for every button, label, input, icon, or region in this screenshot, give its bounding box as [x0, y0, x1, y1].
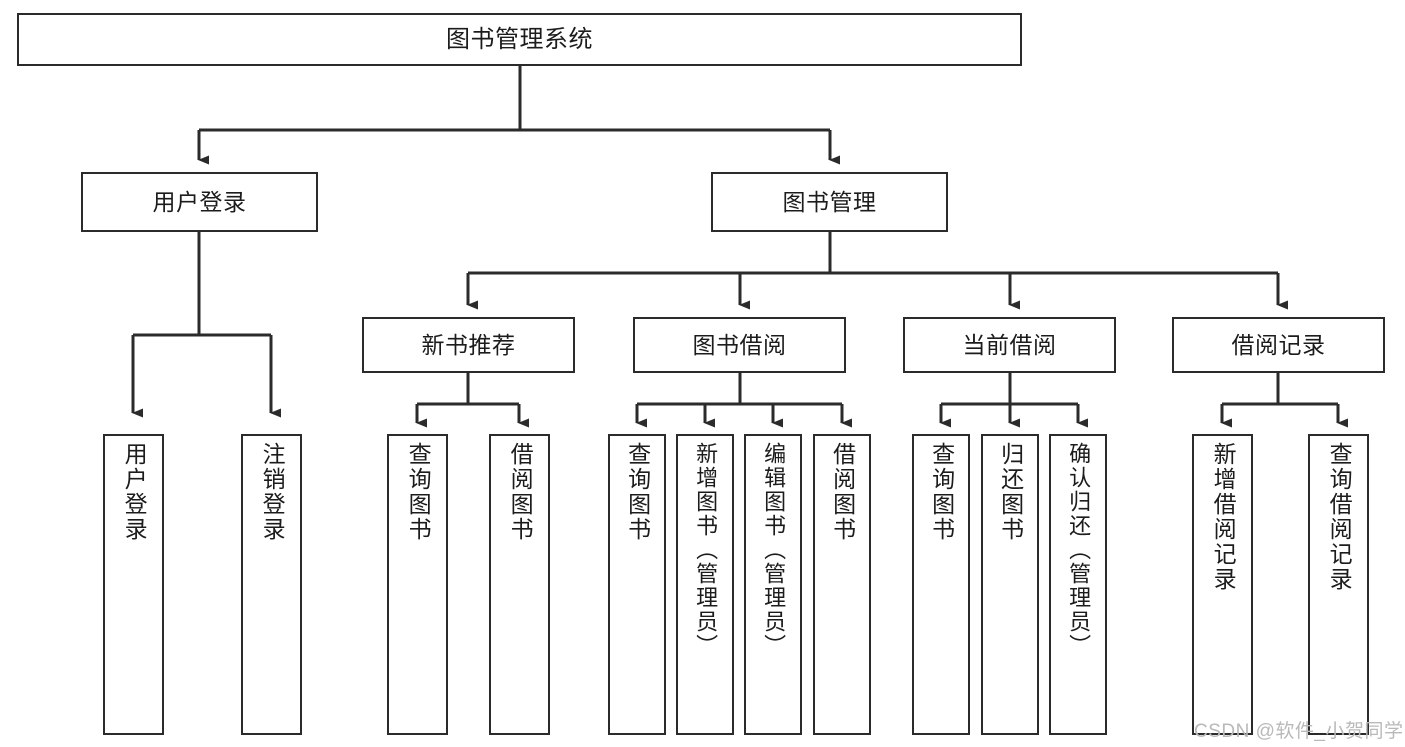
node-new-book-recommend[interactable]: 新书推荐: [362, 317, 575, 373]
node-label: 借阅图书: [829, 442, 856, 542]
node-label: 图书管理: [782, 188, 877, 215]
leaf-logout[interactable]: 注销登录: [241, 434, 302, 735]
node-label: 归还图书: [997, 442, 1024, 542]
node-label: 确认归还（管理员）: [1066, 442, 1092, 658]
leaf-borrow-book-recommend[interactable]: 借阅图书: [489, 434, 550, 735]
leaf-query-book-borrow[interactable]: 查询图书: [608, 434, 666, 735]
node-root-system[interactable]: 图书管理系统: [17, 13, 1022, 66]
leaf-user-login[interactable]: 用户登录: [103, 434, 164, 735]
leaf-return-book[interactable]: 归还图书: [981, 434, 1039, 735]
node-label: 借阅图书: [507, 442, 534, 542]
leaf-add-borrow-record[interactable]: 新增借阅记录: [1192, 434, 1253, 735]
leaf-add-book[interactable]: 新增图书（管理员）: [676, 434, 734, 735]
node-label: 查询图书: [928, 442, 955, 542]
node-label: 图书管理系统: [446, 25, 593, 53]
node-label: 新书推荐: [421, 331, 516, 358]
node-label: 查询图书: [405, 442, 432, 542]
node-label: 当前借阅: [962, 331, 1057, 358]
leaf-confirm-return[interactable]: 确认归还（管理员）: [1049, 434, 1107, 735]
leaf-query-borrow-record[interactable]: 查询借阅记录: [1308, 434, 1369, 735]
node-book-manage[interactable]: 图书管理: [711, 172, 948, 232]
leaf-edit-book[interactable]: 编辑图书（管理员）: [744, 434, 802, 735]
node-label: 新增图书（管理员）: [693, 442, 719, 658]
node-label: 查询借阅记录: [1326, 442, 1353, 592]
leaf-query-book-recommend[interactable]: 查询图书: [387, 434, 448, 735]
node-label: 新增借阅记录: [1210, 442, 1237, 592]
leaf-borrow-book[interactable]: 借阅图书: [813, 434, 871, 735]
node-label: 查询图书: [624, 442, 651, 542]
csdn-watermark: CSDN @软件_小贺同学: [1194, 721, 1404, 742]
node-label: 用户登录: [152, 188, 247, 215]
node-user-login[interactable]: 用户登录: [81, 172, 318, 232]
node-label: 用户登录: [121, 442, 148, 542]
node-label: 借阅记录: [1231, 331, 1326, 358]
node-label: 图书借阅: [692, 331, 787, 358]
node-label: 编辑图书（管理员）: [761, 442, 787, 658]
node-label: 注销登录: [259, 442, 286, 542]
node-current-borrow[interactable]: 当前借阅: [903, 317, 1116, 373]
node-book-borrow[interactable]: 图书借阅: [633, 317, 846, 373]
node-borrow-record[interactable]: 借阅记录: [1172, 317, 1385, 373]
leaf-query-book-current[interactable]: 查询图书: [912, 434, 970, 735]
